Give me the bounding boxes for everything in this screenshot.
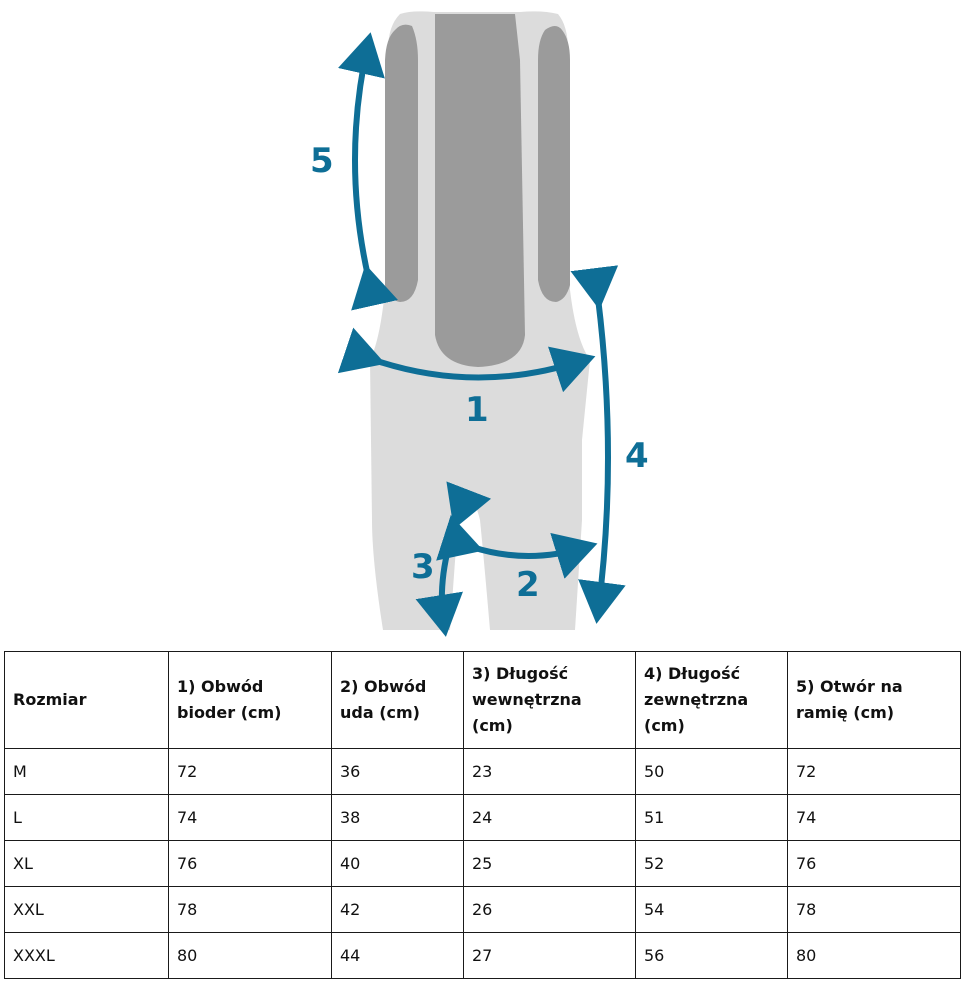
header-hip-circumference: 1) Obwód bioder (cm) (168, 651, 332, 749)
size-table: Rozmiar 1) Obwód bioder (cm) 2) Obwód ud… (4, 651, 961, 979)
cell-size: L (4, 794, 169, 841)
cell-outer-length: 52 (635, 840, 788, 887)
cell-hip: 74 (168, 794, 332, 841)
cell-thigh: 44 (331, 932, 464, 979)
table-row: M 72 36 23 50 72 (4, 748, 961, 795)
arrow-1 (337, 327, 596, 393)
arrow-2 (436, 514, 598, 579)
label-1: 1 (465, 390, 489, 430)
cell-inner-length: 26 (463, 886, 636, 933)
table-row: XXXL 80 44 27 56 80 (4, 932, 961, 979)
cell-arm-opening: 72 (787, 748, 961, 795)
table-row: L 74 38 24 51 74 (4, 794, 961, 841)
diagram-svg: 5 1 4 3 2 (310, 11, 649, 637)
cell-outer-length: 56 (635, 932, 788, 979)
header-arm-opening: 5) Otwór na ramię (cm) (787, 651, 961, 749)
cell-arm-opening: 78 (787, 886, 961, 933)
label-2: 2 (516, 565, 540, 605)
header-outer-length: 4) Długość zewnętrzna (cm) (635, 651, 788, 749)
cell-hip: 78 (168, 886, 332, 933)
cell-thigh: 36 (331, 748, 464, 795)
cell-hip: 80 (168, 932, 332, 979)
cell-outer-length: 50 (635, 748, 788, 795)
cell-thigh: 38 (331, 794, 464, 841)
cell-inner-length: 24 (463, 794, 636, 841)
label-5: 5 (310, 141, 334, 181)
cell-arm-opening: 74 (787, 794, 961, 841)
cell-inner-length: 23 (463, 748, 636, 795)
cell-hip: 72 (168, 748, 332, 795)
right-strap-panel (538, 26, 570, 302)
center-back-panel (435, 14, 525, 367)
header-size: Rozmiar (4, 651, 169, 749)
label-4: 4 (625, 436, 649, 476)
cell-arm-opening: 76 (787, 840, 961, 887)
cell-hip: 76 (168, 840, 332, 887)
cell-thigh: 40 (331, 840, 464, 887)
bib-shorts-diagram: 5 1 4 3 2 (310, 11, 649, 637)
cell-inner-length: 25 (463, 840, 636, 887)
cell-size: XL (4, 840, 169, 887)
cell-inner-length: 27 (463, 932, 636, 979)
header-thigh-circumference: 2) Obwód uda (cm) (331, 651, 464, 749)
cell-outer-length: 51 (635, 794, 788, 841)
label-3: 3 (411, 547, 435, 587)
cell-size: M (4, 748, 169, 795)
table-row: XXL 78 42 26 54 78 (4, 886, 961, 933)
header-inner-length: 3) Długość wewnętrzna (cm) (463, 651, 636, 749)
table-header-row: Rozmiar 1) Obwód bioder (cm) 2) Obwód ud… (4, 651, 961, 749)
cell-arm-opening: 80 (787, 932, 961, 979)
cell-size: XXXL (4, 932, 169, 979)
table-row: XL 76 40 25 52 76 (4, 840, 961, 887)
cell-thigh: 42 (331, 886, 464, 933)
cell-size: XXL (4, 886, 169, 933)
cell-outer-length: 54 (635, 886, 788, 933)
left-strap-panel (385, 24, 418, 303)
arrow-5 (338, 32, 398, 311)
arrow-4 (570, 265, 626, 624)
